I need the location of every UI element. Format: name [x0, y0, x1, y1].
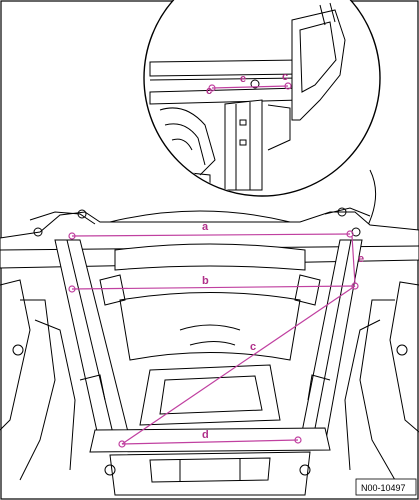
inset-point-label-right: c — [282, 71, 288, 83]
reference-code: N00-10497 — [361, 483, 406, 493]
measure-label-d: d — [202, 429, 209, 441]
measure-point-b-left — [68, 285, 76, 293]
underbody-structure — [0, 207, 419, 496]
inset-label-e: e — [240, 73, 246, 85]
inset-point-right — [284, 82, 292, 90]
reference-code-box — [355, 478, 417, 496]
measure-label-e: e — [358, 253, 364, 265]
inset-point-left — [208, 84, 216, 92]
measure-line-e — [351, 235, 356, 285]
measure-point-a-right — [346, 230, 354, 238]
detail-inset: e c c — [143, 0, 381, 197]
measure-label-c: c — [250, 341, 256, 353]
measurement-lines: a b c d e — [68, 221, 364, 448]
measure-point-a-left — [68, 232, 76, 240]
measure-line-b — [71, 285, 356, 290]
measure-line-c — [121, 285, 356, 445]
measure-line-d — [121, 439, 299, 445]
measure-point-d-right — [294, 436, 302, 444]
measure-label-a: a — [202, 221, 209, 233]
measure-point-d-left — [118, 440, 126, 448]
inset-point-label-left: c — [206, 85, 212, 97]
measure-line-a — [71, 233, 351, 237]
inset-measure-line-e — [211, 85, 289, 89]
measure-label-b: b — [202, 275, 209, 287]
